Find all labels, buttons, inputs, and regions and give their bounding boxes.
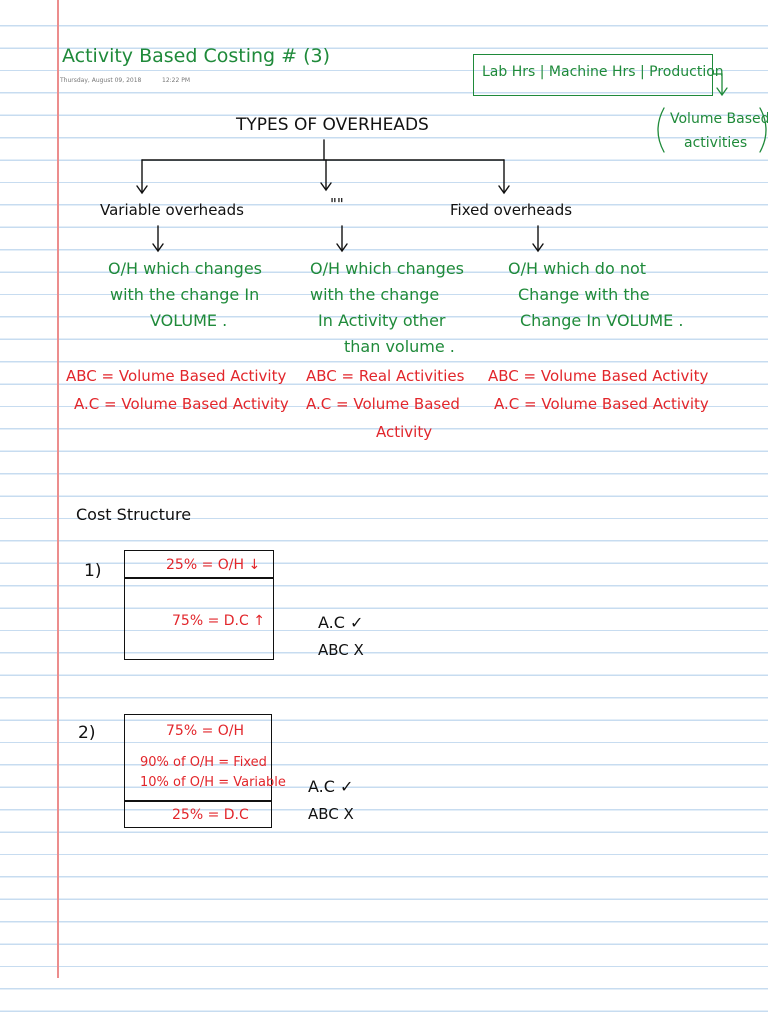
variable-overheads-label: Variable overheads xyxy=(100,201,244,219)
fixed-desc-line3: Change In VOLUME . xyxy=(520,311,684,330)
case2-overhead: 75% = O/H xyxy=(166,723,245,739)
case1-divider xyxy=(124,577,274,579)
types-heading: TYPES OF OVERHEADS xyxy=(236,115,429,135)
case2-label: 2) xyxy=(78,723,96,743)
cost-structure-heading: Cost Structure xyxy=(76,505,192,524)
case1-box xyxy=(124,550,274,660)
case2-divider xyxy=(124,800,272,802)
middle-ac: A.C = Volume Based xyxy=(306,395,460,413)
page-date: Thursday, August 09, 2018 xyxy=(60,77,142,84)
variable-desc-line1: O/H which changes xyxy=(108,259,263,278)
fixed-abc: ABC = Volume Based Activity xyxy=(488,367,709,385)
case1-label: 1) xyxy=(84,561,102,581)
middle-desc-line3: In Activity other xyxy=(318,311,446,330)
page-time: 12:22 PM xyxy=(162,77,190,84)
case2-abc-result: ABC X xyxy=(308,805,354,823)
volume-based-label: Volume Based xyxy=(670,111,768,127)
fixed-desc-line1: O/H which do not xyxy=(508,259,647,278)
case1-direct-cost: 75% = D.C ↑ xyxy=(172,613,265,629)
fixed-desc-line2: Change with the xyxy=(518,285,650,304)
page-title: Activity Based Costing # (3) xyxy=(62,45,330,67)
case2-variable-share: 10% of O/H = Variable xyxy=(140,775,286,790)
volume-drivers-text: Lab Hrs | Machine Hrs | Production xyxy=(482,64,724,80)
case1-abc-result: ABC X xyxy=(318,641,364,659)
activities-label: activities xyxy=(684,135,748,151)
case2-box xyxy=(124,714,272,828)
fixed-overheads-label: Fixed overheads xyxy=(450,201,573,219)
variable-abc: ABC = Volume Based Activity xyxy=(66,367,287,385)
fixed-ac: A.C = Volume Based Activity xyxy=(494,395,709,413)
variable-ac: A.C = Volume Based Activity xyxy=(74,395,289,413)
variable-desc-line2: with the change In xyxy=(110,285,260,304)
volume-drivers-box xyxy=(473,54,713,96)
case2-fixed-share: 90% of O/H = Fixed xyxy=(140,755,267,770)
case2-ac-result: A.C ✓ xyxy=(308,777,354,796)
ditto-label: "" xyxy=(330,195,344,213)
middle-desc-line4: than volume . xyxy=(344,337,455,356)
middle-ac-continued: Activity xyxy=(376,423,433,441)
middle-abc: ABC = Real Activities xyxy=(306,367,465,385)
case1-ac-result: A.C ✓ xyxy=(318,613,364,632)
case1-overhead: 25% = O/H ↓ xyxy=(166,557,261,573)
case2-direct-cost: 25% = D.C xyxy=(172,807,249,823)
page-margin-line xyxy=(57,0,59,978)
variable-desc-line3: VOLUME . xyxy=(150,311,228,330)
middle-desc-line2: with the change xyxy=(310,285,440,304)
middle-desc-line1: O/H which changes xyxy=(310,259,465,278)
